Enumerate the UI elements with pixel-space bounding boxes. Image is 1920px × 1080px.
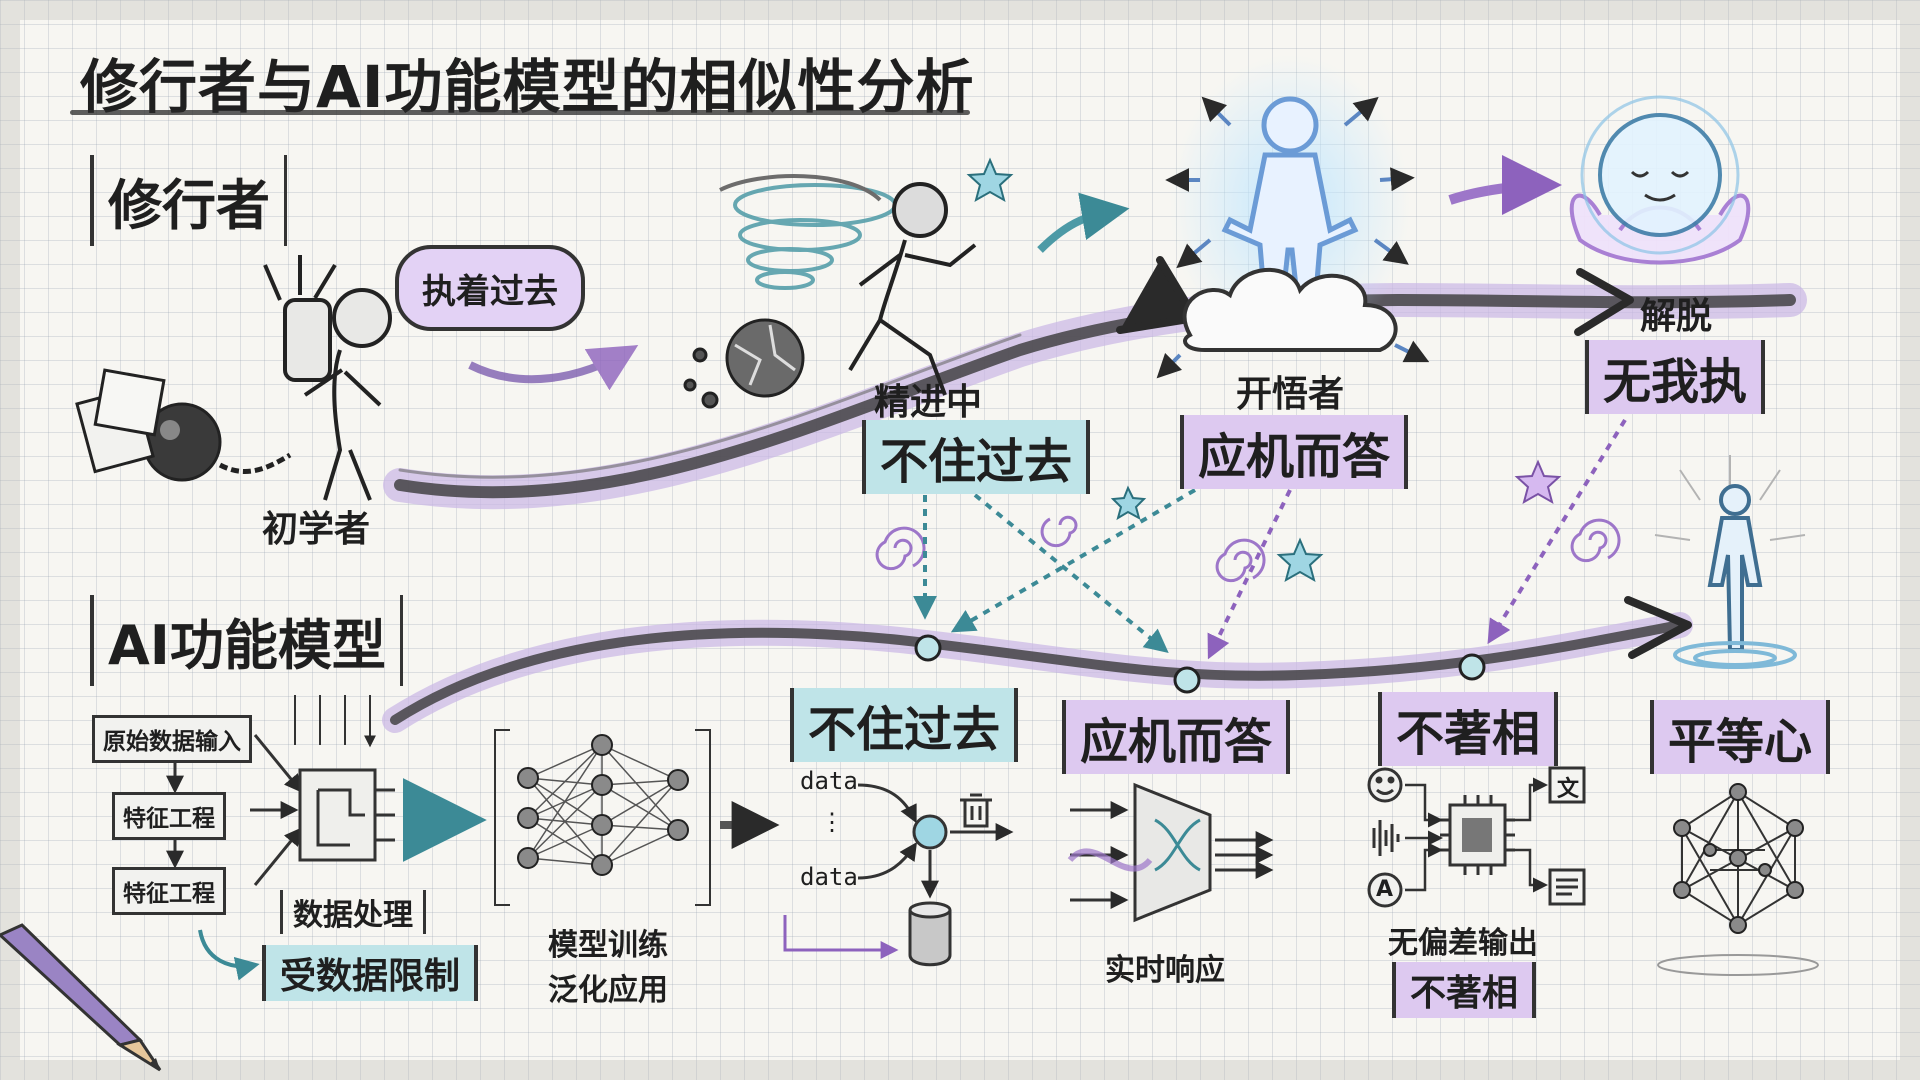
database-icon xyxy=(908,901,952,967)
title-underline xyxy=(70,110,970,115)
label-liberated: 解脱 xyxy=(1640,296,1713,337)
serene-face-icon xyxy=(1580,95,1740,255)
path-nodes xyxy=(914,634,1486,694)
breaking-globe-icon xyxy=(683,318,805,409)
audio-glyph-label: A xyxy=(1376,877,1394,902)
data-processor-icon xyxy=(294,695,395,862)
arrow-beginner-to-progress xyxy=(468,345,639,391)
document-icon xyxy=(1548,766,1586,906)
ai-principle-non-attachment-2: 不著相 xyxy=(1392,962,1537,1018)
funnel-icon xyxy=(1067,782,1274,923)
principle-no-self: 无我执 xyxy=(1585,340,1766,414)
speech-bubble-attachment: 执着过去 xyxy=(395,245,585,331)
text-glyph-label: 文 xyxy=(1557,777,1580,802)
principle-responding: 应机而答 xyxy=(1180,415,1409,489)
label-data-processing: 数据处理 xyxy=(280,890,426,934)
audio-wave-icon xyxy=(1372,820,1400,856)
label-data-limited: 受数据限制 xyxy=(262,945,479,1001)
mapping-arrows xyxy=(913,418,1627,660)
pencil-icon xyxy=(0,923,162,1072)
ai-principle-not-dwelling: 不住过去 xyxy=(790,688,1019,762)
box-raw-data-input: 原始数据输入 xyxy=(92,715,252,763)
smiley-icon xyxy=(1367,767,1403,803)
label-unbiased-output: 无偏差输出 xyxy=(1388,926,1538,961)
decision-node xyxy=(783,783,1014,959)
ai-principle-non-attachment: 不著相 xyxy=(1378,692,1559,766)
arrow-enlightened-to-liberation xyxy=(1448,155,1562,216)
label-generalization: 泛化应用 xyxy=(548,973,668,1008)
walking-figure-icon xyxy=(263,255,392,501)
page-title: 修行者与AI功能模型的相似性分析 xyxy=(80,53,975,121)
equanimity-network-icon xyxy=(1657,783,1819,976)
label-beginner: 初学者 xyxy=(262,509,371,550)
standing-figure-icon xyxy=(1654,455,1806,669)
label-model-training: 模型训练 xyxy=(548,928,668,963)
section-practitioner: 修行者 xyxy=(90,155,287,246)
star-icon xyxy=(1514,459,1562,505)
trash-icon xyxy=(960,793,992,828)
box-feature-engineering-2: 特征工程 xyxy=(112,867,226,915)
label-data-dots: ⋮ xyxy=(820,808,844,836)
practitioner-path xyxy=(383,256,1807,510)
ball-and-chain-icon xyxy=(75,368,292,482)
arrow-progress-to-enlightened xyxy=(1037,192,1130,253)
section-ai-model: AI功能模型 xyxy=(90,595,403,686)
star-icon xyxy=(966,157,1324,583)
box-feature-engineering-1: 特征工程 xyxy=(112,792,226,840)
principle-not-dwelling: 不住过去 xyxy=(862,420,1091,494)
ai-principle-equanimity: 平等心 xyxy=(1650,700,1831,774)
label-data-1: data xyxy=(800,767,858,795)
arrow-to-limited xyxy=(198,929,260,981)
running-figure-icon xyxy=(848,182,977,396)
label-enlightened: 开悟者 xyxy=(1236,374,1345,415)
tornado-icon xyxy=(719,174,897,290)
chip-icon xyxy=(1405,777,1548,893)
neural-network-icon xyxy=(494,729,711,906)
label-data-2: data xyxy=(800,863,858,891)
label-progressing: 精进中 xyxy=(874,382,983,423)
spiral-icon xyxy=(875,515,1621,583)
label-realtime-response: 实时响应 xyxy=(1105,953,1225,988)
cloud-icon xyxy=(1182,267,1398,352)
ai-principle-responding: 应机而答 xyxy=(1062,700,1291,774)
audio-glyph-icon xyxy=(1367,872,1403,908)
